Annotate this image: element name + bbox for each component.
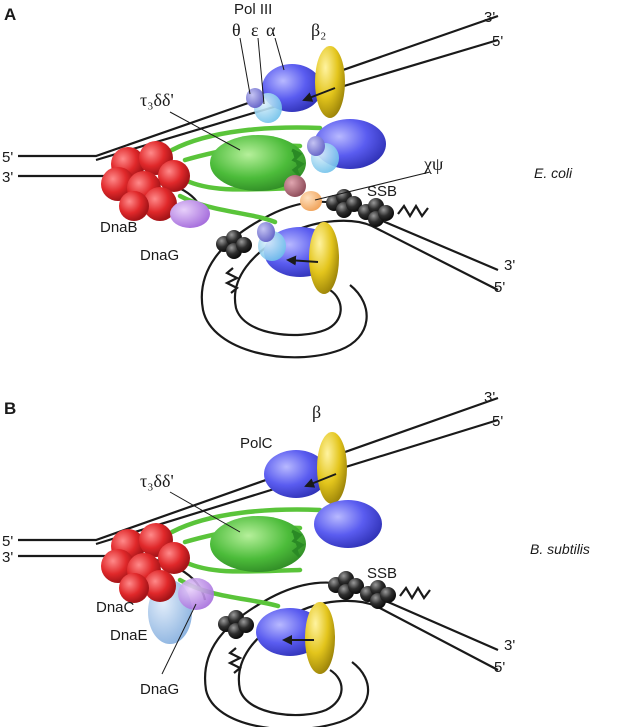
label-lag-end-2: 5' bbox=[494, 279, 505, 296]
lagging-strand-outer-b bbox=[203, 581, 499, 727]
leader-alpha bbox=[274, 37, 285, 71]
dnag-primase-b bbox=[178, 578, 214, 610]
beta-clamp-leading bbox=[315, 46, 345, 118]
label-lag-end-1-b: 3' bbox=[504, 637, 515, 654]
dnag-primase bbox=[170, 200, 210, 228]
label-dnag-b: DnaG bbox=[140, 681, 179, 698]
label-alpha: α bbox=[266, 20, 276, 40]
lagging-strand-inner-b bbox=[237, 599, 499, 717]
theta-subunit-3 bbox=[257, 222, 275, 242]
parental-top-strand-b bbox=[18, 396, 499, 542]
psi-subunit bbox=[300, 191, 322, 211]
dnac-helicase bbox=[101, 523, 190, 603]
label-right-top-end-2: 5' bbox=[492, 33, 503, 50]
label-tau-b: τ₃δδ' bbox=[140, 471, 174, 491]
tau-arm-low bbox=[182, 177, 303, 192]
panel-label-b: B bbox=[4, 399, 16, 418]
lagging-synthesis-arrow bbox=[286, 255, 319, 266]
beta-clamp-lagging-b bbox=[305, 602, 335, 674]
leading-synthesis-arrow bbox=[302, 87, 336, 102]
label-polc: PolC bbox=[240, 435, 273, 452]
label-theta: θ bbox=[232, 20, 241, 40]
clamp-loader-notch bbox=[291, 148, 305, 178]
label-lag-end-1: 3' bbox=[504, 257, 515, 274]
label-lag-end-2-b: 5' bbox=[494, 659, 505, 676]
ssb-cluster-1-b bbox=[328, 571, 364, 600]
label-beta-b: β bbox=[312, 402, 321, 422]
leader-epsilon bbox=[257, 37, 265, 105]
label-dnac: DnaC bbox=[96, 599, 135, 616]
leader-chipsi bbox=[314, 171, 431, 201]
beta-clamp-leading-b bbox=[317, 432, 347, 504]
label-chipsi: χψ bbox=[423, 154, 444, 174]
label-left-bottom-end-b: 3' bbox=[2, 549, 13, 566]
theta-subunit bbox=[246, 88, 264, 108]
label-organism-a: E. coli bbox=[534, 165, 573, 181]
ssb-tail-zigzag-b bbox=[399, 585, 431, 601]
clamp-loader-notch-b bbox=[291, 529, 305, 559]
leading-synthesis-arrow-b bbox=[304, 473, 337, 488]
theta-subunit-2 bbox=[307, 136, 325, 156]
label-left-bottom-end: 3' bbox=[2, 169, 13, 186]
label-right-top-end-1: 3' bbox=[484, 9, 495, 26]
polc-third bbox=[314, 500, 382, 548]
label-right-top-end-1-b: 3' bbox=[484, 389, 495, 406]
panel-a: A bbox=[2, 1, 573, 359]
label-pol-iii: Pol III bbox=[234, 1, 272, 18]
parental-top-strand bbox=[18, 14, 499, 158]
label-epsilon: ε bbox=[251, 20, 259, 40]
ssb-cluster-1 bbox=[326, 189, 362, 218]
leader-dnag-b bbox=[161, 603, 197, 675]
label-left-top-end-b: 5' bbox=[2, 533, 13, 550]
label-left-top-end: 5' bbox=[2, 149, 13, 166]
label-ssb: SSB bbox=[367, 183, 397, 200]
okazaki-zigzag-b bbox=[227, 647, 243, 674]
panel-b: B bbox=[2, 389, 590, 727]
label-organism-b: B. subtilis bbox=[530, 541, 590, 557]
label-ssb-b: SSB bbox=[367, 565, 397, 582]
chi-subunit bbox=[284, 175, 306, 197]
beta-clamp-lagging bbox=[309, 222, 339, 294]
label-dnae: DnaE bbox=[110, 627, 148, 644]
label-tau: τ₃δδ' bbox=[140, 90, 174, 110]
dnab-helicase bbox=[101, 141, 190, 221]
leader-tau bbox=[169, 111, 241, 151]
ssb-cluster-3-b bbox=[218, 610, 254, 639]
leader-tau-b bbox=[169, 491, 241, 533]
tau-arm-top bbox=[169, 125, 323, 153]
label-dnag: DnaG bbox=[140, 247, 179, 264]
tau-arm-low-b bbox=[182, 559, 303, 574]
tau-arm-top-b bbox=[169, 507, 323, 535]
ssb-cluster-2 bbox=[358, 198, 394, 227]
label-right-top-end-2-b: 5' bbox=[492, 413, 503, 430]
clamp-loader bbox=[210, 135, 306, 191]
clamp-loader-b bbox=[210, 516, 306, 572]
label-dnab: DnaB bbox=[100, 219, 138, 236]
okazaki-zigzag bbox=[224, 267, 240, 294]
ssb-cluster-3 bbox=[216, 230, 252, 259]
ssb-tail-zigzag bbox=[397, 203, 429, 219]
lagging-strand-outer bbox=[200, 200, 499, 359]
leader-theta bbox=[239, 37, 251, 95]
panel-label-a: A bbox=[4, 5, 16, 24]
label-beta2: β₂ bbox=[311, 20, 326, 40]
ssb-cluster-2-b bbox=[360, 580, 396, 609]
